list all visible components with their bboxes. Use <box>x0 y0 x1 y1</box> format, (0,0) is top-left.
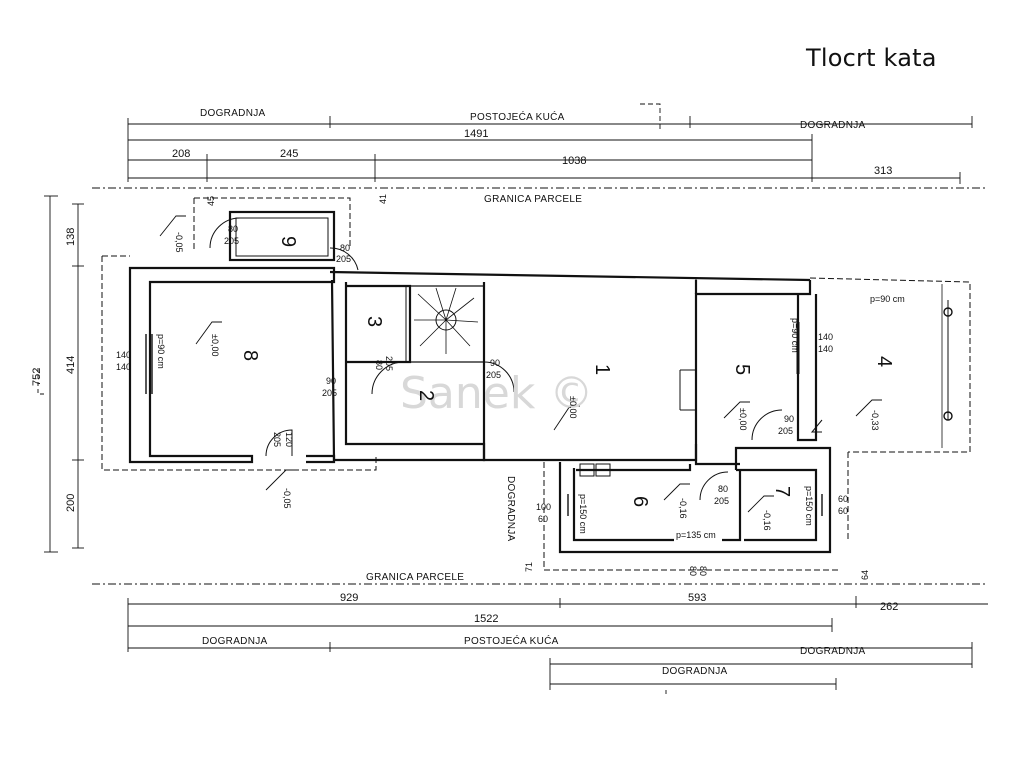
door-1-height: 205 <box>486 370 501 380</box>
room-2-number: 2 <box>415 390 437 401</box>
door-entrance-height: 205 <box>272 432 282 447</box>
window-7-height: 60 <box>838 506 848 516</box>
room-7-number: 7 <box>771 486 793 497</box>
door-9-width: 80 <box>228 224 238 234</box>
window-6b-width: 80 <box>698 566 708 576</box>
watermark: Sanek © <box>400 368 593 419</box>
dim-left-200: 200 <box>65 494 77 512</box>
level-room1: ±0,00 <box>568 396 578 418</box>
dim-left-414: 414 <box>65 356 77 374</box>
dim-top-1038: 1038 <box>562 155 586 167</box>
top-dimension-lines <box>92 103 988 189</box>
dim-45: 45 <box>206 196 216 206</box>
dashed-outlines <box>101 197 971 571</box>
door-5-width: 90 <box>784 414 794 424</box>
label-postojeca-bottom: POSTOJEĆA KUĆA <box>464 634 559 647</box>
level-room4: -0,33 <box>870 410 880 431</box>
level-room9: -0,05 <box>174 232 184 253</box>
window-6-height: 60 <box>538 514 548 524</box>
dim-bottom-262: 262 <box>880 601 898 613</box>
label-dogradnja-top-left: DOGRADNJA <box>200 108 266 119</box>
room-1-number: 1 <box>591 364 613 375</box>
dim-71: 71 <box>524 562 534 572</box>
door-5-height: 205 <box>778 426 793 436</box>
dim-bottom-929: 929 <box>340 592 358 604</box>
level-room6: -0,16 <box>678 498 688 519</box>
window-6-width: 100 <box>536 502 551 512</box>
dim-64: 64 <box>860 570 870 580</box>
label-dogradnja-top-right: DOGRADNJA <box>800 120 866 131</box>
room-4-number: 4 <box>873 356 895 367</box>
door-8-width: 90 <box>326 376 336 386</box>
door-8-height: 205 <box>322 388 337 398</box>
dim-top-245: 245 <box>280 148 298 160</box>
room-8-number: 8 <box>239 350 261 361</box>
window-5-parapet: p=90 cm <box>790 318 800 353</box>
level-entrance: -0,05 <box>282 488 292 509</box>
door-3-height: 205 <box>384 356 394 371</box>
window-7-parapet: p=150 cm <box>804 486 814 526</box>
window-5-width: 140 <box>818 332 833 342</box>
level-labels: -0,05 ±0,00 ±0,00 ±0,00 -0,33 -0,05 -0,1… <box>174 232 880 531</box>
window-8-width: 140 <box>116 350 131 360</box>
room-numbers: 1 2 3 4 5 6 7 8 9 <box>239 236 895 507</box>
window-6b-height: 80 <box>688 566 698 576</box>
left-labels: 752 138 414 200 <box>31 228 77 512</box>
window-8-parapet: p=90 cm <box>156 334 166 369</box>
window-marks <box>145 284 953 516</box>
label-dogradnja-bottom-center: DOGRADNJA <box>662 666 728 677</box>
window-6-parapet: p=150 cm <box>578 494 588 534</box>
level-room5: ±0,00 <box>738 408 748 430</box>
dim-bottom-total: 1522 <box>474 613 498 625</box>
door-swings <box>209 217 823 501</box>
bottom-dimension-lines <box>92 583 988 694</box>
door-9b-width: 80 <box>340 243 350 253</box>
window-5-height: 140 <box>818 344 833 354</box>
label-dogradnja-bottom-right: DOGRADNJA <box>800 646 866 657</box>
level-markers <box>159 215 882 513</box>
top-labels: DOGRADNJA POSTOJEĆA KUĆA DOGRADNJA 1491 … <box>172 108 892 206</box>
dim-top-total: 1491 <box>464 128 488 140</box>
door-6-height: 205 <box>714 496 729 506</box>
walls <box>128 210 832 554</box>
window-8-height: 140 <box>116 362 131 372</box>
label-postojeca-top: POSTOJEĆA KUĆA <box>470 110 565 123</box>
room-5-number: 5 <box>731 364 753 375</box>
dim-bottom-593: 593 <box>688 592 706 604</box>
door-9-height: 205 <box>224 236 239 246</box>
room-3-number: 3 <box>363 316 385 327</box>
terrace-4-parapet: p=90 cm <box>870 294 905 304</box>
door-6-width: 80 <box>718 484 728 494</box>
dim-left-752: 752 <box>31 368 43 386</box>
page-title: Tlocrt kata <box>806 44 937 72</box>
room-6-number: 6 <box>629 496 651 507</box>
label-dogradnja-vertical: DOGRADNJA <box>505 476 516 542</box>
door-entrance-width: 120 <box>284 432 294 447</box>
label-dogradnja-bottom-left: DOGRADNJA <box>202 636 268 647</box>
dim-top-313: 313 <box>874 165 892 177</box>
bottom-labels: GRANICA PARCELE 929 593 262 1522 DOGRADN… <box>202 476 898 677</box>
dim-top-208: 208 <box>172 148 190 160</box>
room-9-number: 9 <box>277 236 299 247</box>
door-1-width: 90 <box>490 358 500 368</box>
label-granica-bottom: GRANICA PARCELE <box>366 572 464 583</box>
left-dimension-lines <box>37 195 84 553</box>
door-9b-height: 205 <box>336 254 351 264</box>
level-room8: ±0,00 <box>210 334 220 356</box>
window-6b-parapet: p=135 cm <box>676 530 716 540</box>
label-granica-top: GRANICA PARCELE <box>484 194 582 205</box>
level-room7: -0,16 <box>762 510 772 531</box>
dim-41: 41 <box>378 194 388 204</box>
opening-labels: 80 205 80 205 140 140 p=90 cm 90 205 80 … <box>116 224 905 576</box>
dim-left-138: 138 <box>65 228 77 246</box>
window-7-width: 60 <box>838 494 848 504</box>
door-3-width: 80 <box>374 360 384 370</box>
